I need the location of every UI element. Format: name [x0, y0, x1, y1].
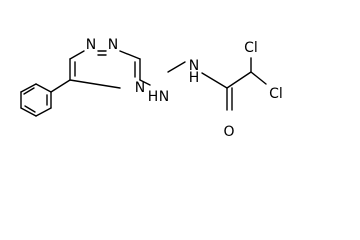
atom-cl2: Cl — [269, 86, 283, 102]
atom-labels: N N N H N N H O Cl Cl — [86, 37, 283, 140]
molecule-canvas: N N N H N N H O Cl Cl — [20, 37, 283, 140]
atom-n4: N — [135, 80, 145, 96]
phenyl-bond-2 — [20, 83, 37, 93]
atom-cl1: Cl — [244, 40, 258, 56]
biaryl-bond — [50, 79, 71, 93]
n-carbonyl-bond — [201, 72, 228, 89]
nh-nh-bond — [167, 61, 186, 73]
atom-nh1-h: H — [148, 89, 159, 105]
phenyl-bond-5 — [35, 107, 52, 117]
triazine-bond-c6-n1 — [69, 50, 85, 60]
atom-o: O — [223, 124, 234, 140]
phenyl-bond-4 — [20, 107, 37, 117]
phenyl-bond-1 — [35, 83, 52, 93]
c-chcl2-bond — [226, 71, 252, 89]
bonds — [20, 50, 267, 117]
c3-nh-bond — [139, 79, 151, 86]
triazine-bond-n2-c3 — [119, 50, 141, 60]
c-cl2-bond — [250, 71, 267, 85]
triazine-bond-n4-c5 — [69, 79, 121, 89]
phenyl-double-2 — [24, 105, 36, 113]
atom-nh1-n: N — [159, 89, 169, 105]
phenyl-double-1 — [23, 87, 35, 95]
atom-nh2-n: N — [189, 58, 199, 74]
atom-n2: N — [108, 37, 118, 53]
atom-nh2-h: H — [189, 70, 200, 86]
atom-n1: N — [86, 37, 96, 53]
structure-diagram: N N N H N N H O Cl Cl — [20, 37, 283, 140]
